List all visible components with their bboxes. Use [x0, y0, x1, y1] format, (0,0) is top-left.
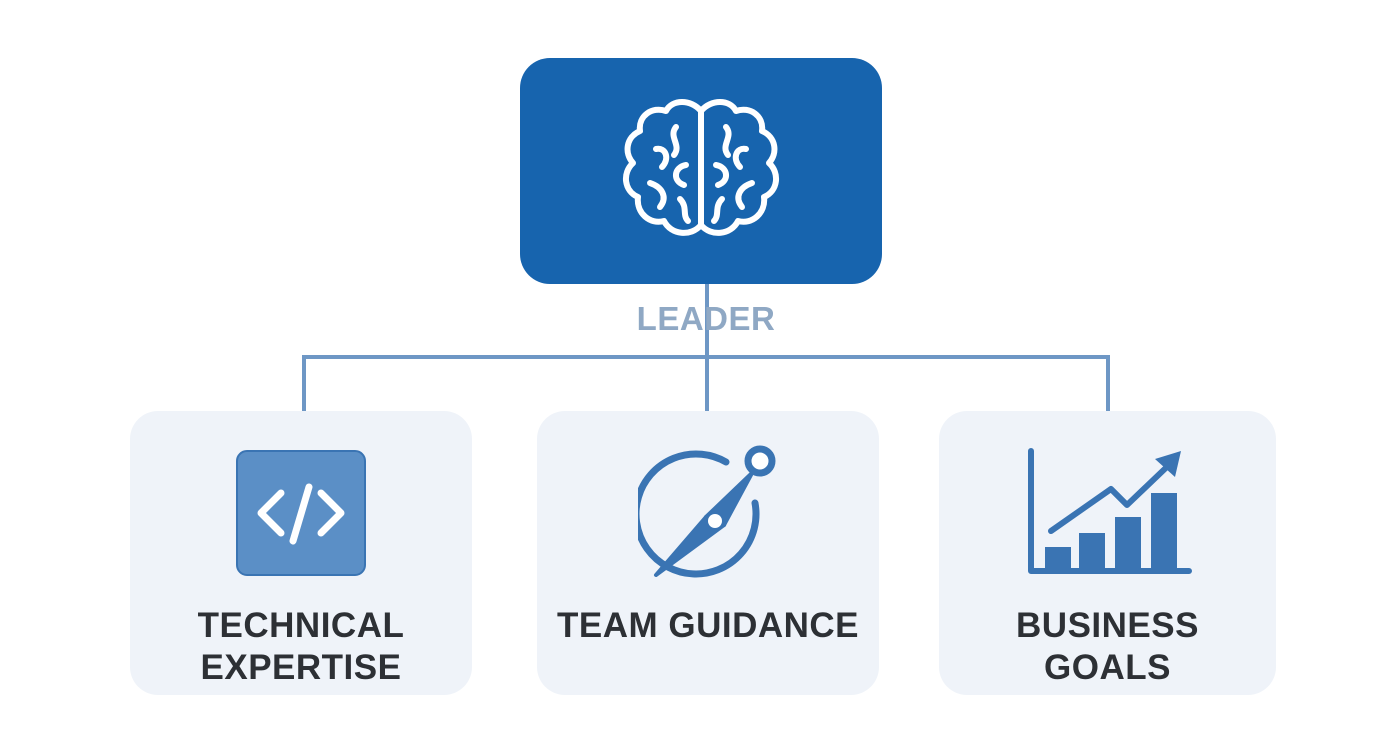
leader-box	[520, 58, 882, 284]
card-label-line1: TECHNICAL	[197, 606, 405, 645]
card-label-line1: TEAM GUIDANCE	[556, 606, 860, 645]
compass-icon	[638, 445, 776, 578]
card-business-goals: BUSINESS GOALS	[939, 411, 1276, 695]
growth-chart-icon	[1027, 448, 1192, 574]
card-label-line2: EXPERTISE	[200, 648, 402, 687]
card-label: BUSINESS GOALS	[939, 605, 1276, 689]
leader-label: LEADER	[636, 300, 776, 337]
card-label-line2: GOALS	[1044, 648, 1171, 687]
card-technical-expertise: TECHNICAL EXPERTISE	[130, 411, 472, 695]
card-team-guidance: TEAM GUIDANCE	[537, 411, 879, 695]
card-label: TECHNICAL EXPERTISE	[130, 605, 472, 689]
code-icon	[236, 450, 366, 576]
card-label-line1: BUSINESS	[1016, 606, 1199, 645]
card-label: TEAM GUIDANCE	[537, 605, 879, 647]
brain-icon	[623, 99, 779, 236]
